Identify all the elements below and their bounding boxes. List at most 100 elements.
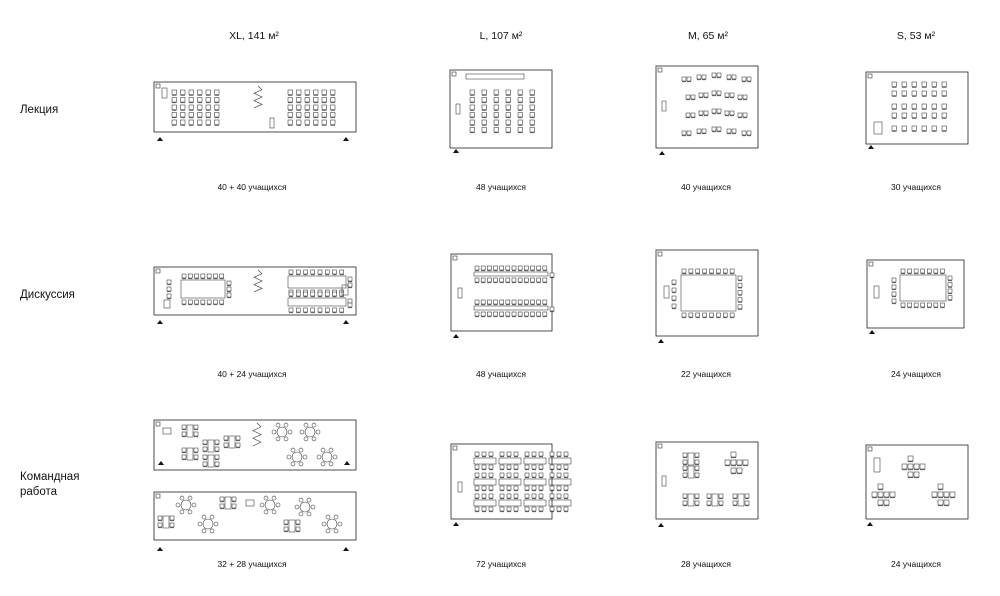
chair xyxy=(556,493,562,499)
chair xyxy=(891,103,897,109)
chair xyxy=(193,454,199,460)
chair xyxy=(310,291,316,297)
chair xyxy=(493,299,498,305)
chair xyxy=(296,119,302,125)
chair xyxy=(891,284,897,290)
chair xyxy=(169,522,175,528)
chair xyxy=(513,485,519,491)
chair xyxy=(499,311,504,317)
chair xyxy=(724,92,730,98)
chair xyxy=(188,119,194,125)
room-outline xyxy=(153,491,357,541)
chair xyxy=(722,312,728,318)
chair xyxy=(931,90,937,96)
round-table xyxy=(276,426,288,438)
chair xyxy=(474,493,480,499)
chair xyxy=(517,112,523,118)
chair xyxy=(901,112,907,118)
chair xyxy=(505,104,511,110)
chair xyxy=(474,485,480,491)
chair xyxy=(209,528,215,534)
chair xyxy=(742,459,749,466)
group-table xyxy=(737,493,745,507)
room-outline xyxy=(865,71,969,145)
chair xyxy=(891,112,897,118)
chair xyxy=(499,464,505,470)
entrance-marker xyxy=(157,137,163,141)
entrance-marker xyxy=(658,339,664,343)
chair xyxy=(517,119,523,125)
chair xyxy=(901,81,907,87)
chair xyxy=(941,125,947,131)
entrance-marker xyxy=(659,151,665,155)
entrance-marker xyxy=(453,334,459,338)
chair xyxy=(718,500,724,506)
chair xyxy=(296,112,302,118)
chair xyxy=(214,104,220,110)
chair xyxy=(487,311,492,317)
chair xyxy=(214,112,220,118)
chair xyxy=(193,424,199,430)
chair xyxy=(194,273,199,279)
chair xyxy=(538,464,544,470)
lectern xyxy=(663,285,670,299)
chair xyxy=(737,304,743,310)
chair xyxy=(741,130,747,136)
chair xyxy=(732,500,738,506)
chair xyxy=(694,493,700,499)
chair xyxy=(283,519,289,525)
chair xyxy=(556,485,562,491)
room-outline xyxy=(450,443,553,520)
chair xyxy=(206,299,212,305)
chair xyxy=(716,90,722,96)
chair xyxy=(682,472,688,478)
chair xyxy=(488,451,494,457)
chair xyxy=(332,307,337,313)
chair xyxy=(259,502,265,508)
chair xyxy=(690,94,696,100)
chair xyxy=(321,119,327,125)
conference-table xyxy=(680,274,737,312)
lectern xyxy=(661,100,667,112)
group-table xyxy=(473,499,497,507)
caption-teamwork-xl: 32 + 28 учащихся xyxy=(217,559,287,569)
chair xyxy=(529,89,535,95)
chair xyxy=(511,265,517,271)
chair xyxy=(493,112,499,118)
group-table xyxy=(186,424,194,438)
conference-table xyxy=(473,305,549,311)
chair xyxy=(187,509,193,515)
chair xyxy=(303,436,309,442)
chair xyxy=(171,119,177,125)
chair xyxy=(524,464,530,470)
chair xyxy=(531,451,537,457)
chair xyxy=(303,307,308,313)
chair xyxy=(531,506,537,512)
chair xyxy=(328,447,334,453)
chair xyxy=(188,273,193,279)
chair xyxy=(947,282,953,287)
chair xyxy=(235,442,241,448)
lectern xyxy=(163,299,171,309)
group-table xyxy=(548,499,572,507)
chair xyxy=(737,275,743,281)
chair xyxy=(941,103,947,109)
group-table xyxy=(224,496,232,510)
chair xyxy=(517,127,523,133)
chair xyxy=(949,491,956,498)
chair xyxy=(940,302,945,308)
chair xyxy=(306,497,312,503)
chair xyxy=(694,452,700,458)
group-table xyxy=(523,457,547,465)
chair xyxy=(529,119,535,125)
plan-discussion-xl xyxy=(153,266,357,324)
chair xyxy=(736,459,743,466)
chair xyxy=(549,306,555,312)
lectern xyxy=(457,481,463,493)
chair xyxy=(530,299,535,305)
chair xyxy=(563,485,569,491)
chair xyxy=(302,454,308,460)
lectern xyxy=(161,87,168,99)
chair xyxy=(524,506,530,512)
chair xyxy=(919,463,926,470)
